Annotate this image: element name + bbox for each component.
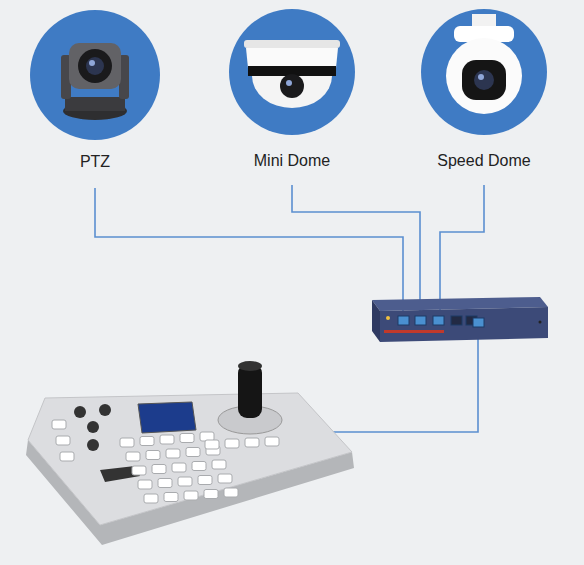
network-cable xyxy=(440,185,484,318)
keyboard-key xyxy=(140,437,154,446)
camera-base-body xyxy=(65,97,125,111)
camera-lens xyxy=(474,70,494,90)
camera-node: Speed Dome xyxy=(420,8,548,136)
lens-highlight xyxy=(286,80,292,86)
keyboard-key xyxy=(132,466,146,475)
camera-node: PTZ xyxy=(29,9,161,141)
switch-led xyxy=(386,316,390,320)
blue-circle xyxy=(229,9,355,135)
keyboard-key xyxy=(204,490,218,499)
keyboard-key xyxy=(225,439,239,448)
keyboard-key xyxy=(164,493,178,502)
keyboard-screen xyxy=(138,402,196,433)
keyboard-key xyxy=(192,462,206,471)
keyboard-key xyxy=(126,452,140,461)
dome-housing xyxy=(246,48,338,68)
camera-lens-glass xyxy=(86,57,104,75)
switch-screw xyxy=(539,321,542,324)
keyboard-key xyxy=(152,465,166,474)
lens-highlight xyxy=(89,60,95,66)
speed-dome-ball xyxy=(446,38,522,114)
speed-dome-mount xyxy=(472,14,496,28)
switch-port xyxy=(415,316,426,325)
keyboard-key xyxy=(218,474,232,483)
camera-label: Mini Dome xyxy=(188,152,396,170)
keyboard-key xyxy=(180,434,194,443)
switch-side xyxy=(372,300,380,342)
keyboard-key xyxy=(224,488,238,497)
joystick-top xyxy=(238,361,262,371)
control-knob xyxy=(99,404,111,416)
network-cable xyxy=(95,188,403,318)
switch-stripe xyxy=(384,330,444,333)
camera-circle-shape xyxy=(228,8,356,136)
keyboard-key xyxy=(60,452,74,461)
keyboard-key xyxy=(120,438,134,447)
keyboard-key xyxy=(144,494,158,503)
switch-port xyxy=(398,316,409,325)
switch-port xyxy=(451,316,462,325)
network-cable xyxy=(292,185,420,318)
camera-circle-shape xyxy=(420,8,548,136)
blue-circle xyxy=(421,9,547,135)
control-knob xyxy=(87,439,99,451)
switch-port xyxy=(473,318,484,327)
camera-label: Speed Dome xyxy=(380,152,584,170)
keyboard-top xyxy=(28,393,352,525)
key-grid xyxy=(52,420,279,503)
keyboard-key xyxy=(212,460,226,469)
keyboard-key xyxy=(178,477,192,486)
keyboard-key xyxy=(56,436,70,445)
camera-circle-shape xyxy=(29,9,161,141)
keyboard-key xyxy=(146,451,160,460)
camera-lens xyxy=(280,74,304,98)
speed-dome-window xyxy=(462,60,506,100)
switch-port xyxy=(433,316,444,325)
keyboard-key xyxy=(205,440,219,449)
camera-lens xyxy=(78,49,112,83)
keyboard-key xyxy=(184,491,198,500)
camera-node: Mini Dome xyxy=(228,8,356,136)
keyboard-key xyxy=(166,449,180,458)
control-knob xyxy=(74,406,86,418)
keyboard-key xyxy=(245,438,259,447)
keyboard-key xyxy=(198,476,212,485)
keyboard-key xyxy=(52,420,66,429)
keyboard-key xyxy=(158,479,172,488)
ptz-keyboard-controller xyxy=(26,361,354,545)
blue-circle xyxy=(30,10,160,140)
dome-mount xyxy=(244,40,340,48)
keyboard-key xyxy=(160,435,174,444)
control-knob xyxy=(87,421,99,433)
keyboard-key xyxy=(172,463,186,472)
switch-front xyxy=(380,307,548,342)
joystick-knob xyxy=(238,364,262,418)
keyboard-key xyxy=(265,437,279,446)
keyboard-key xyxy=(186,448,200,457)
lens-highlight xyxy=(478,74,484,80)
poe-switch xyxy=(372,297,548,342)
camera-head xyxy=(69,43,121,89)
keyboard-key xyxy=(138,480,152,489)
camera-label: PTZ xyxy=(0,153,201,171)
